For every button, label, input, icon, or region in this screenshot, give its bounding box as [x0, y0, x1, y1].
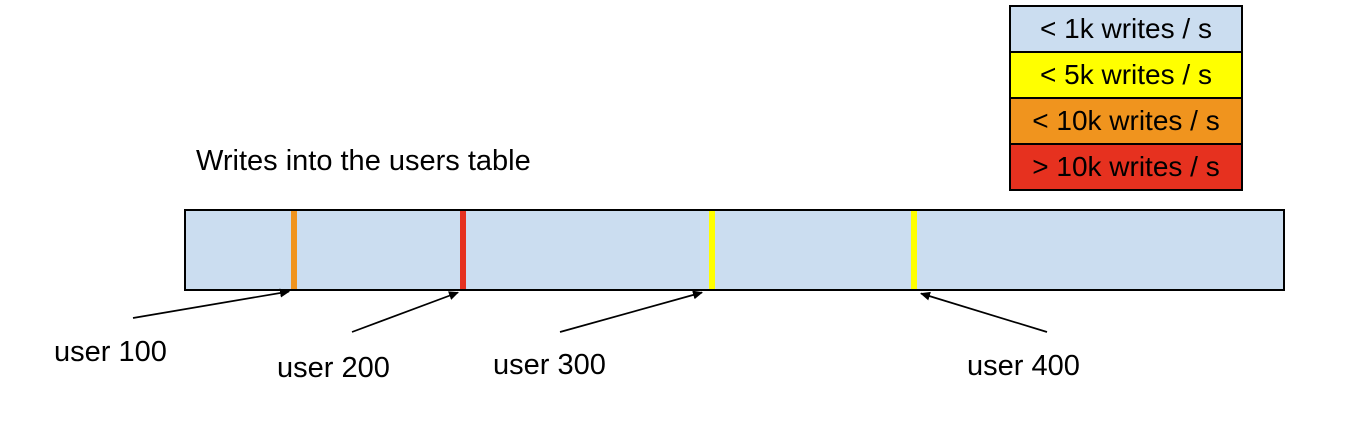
legend-label-lt-1k: < 1k writes / s	[1040, 13, 1212, 44]
legend-label-gt-10k: > 10k writes / s	[1032, 151, 1220, 182]
arrow-user-400	[920, 291, 1048, 333]
write-hotspot-user-400	[911, 211, 917, 289]
users-table-bar	[184, 209, 1285, 291]
legend-row-lt-1k: < 1k writes / s	[1009, 5, 1243, 53]
arrow-user-200	[351, 291, 459, 333]
legend-label-lt-5k: < 5k writes / s	[1040, 59, 1212, 90]
legend-label-lt-10k: < 10k writes / s	[1032, 105, 1220, 136]
arrow-user-300	[559, 290, 703, 333]
write-hotspot-user-300	[709, 211, 715, 289]
user-300-label: user 300	[493, 349, 606, 381]
legend-row-lt-10k: < 10k writes / s	[1009, 97, 1243, 145]
write-hotspot-user-100	[291, 211, 297, 289]
legend-row-gt-10k: > 10k writes / s	[1009, 143, 1243, 191]
legend-row-lt-5k: < 5k writes / s	[1009, 51, 1243, 99]
user-100-label: user 100	[54, 336, 167, 368]
diagram-title: Writes into the users table	[196, 145, 531, 177]
user-400-label: user 400	[967, 350, 1080, 382]
arrow-user-100	[132, 288, 290, 319]
write-hotspot-user-200	[460, 211, 466, 289]
write-rate-legend: < 1k writes / s < 5k writes / s < 10k wr…	[1009, 5, 1243, 191]
user-200-label: user 200	[277, 352, 390, 384]
